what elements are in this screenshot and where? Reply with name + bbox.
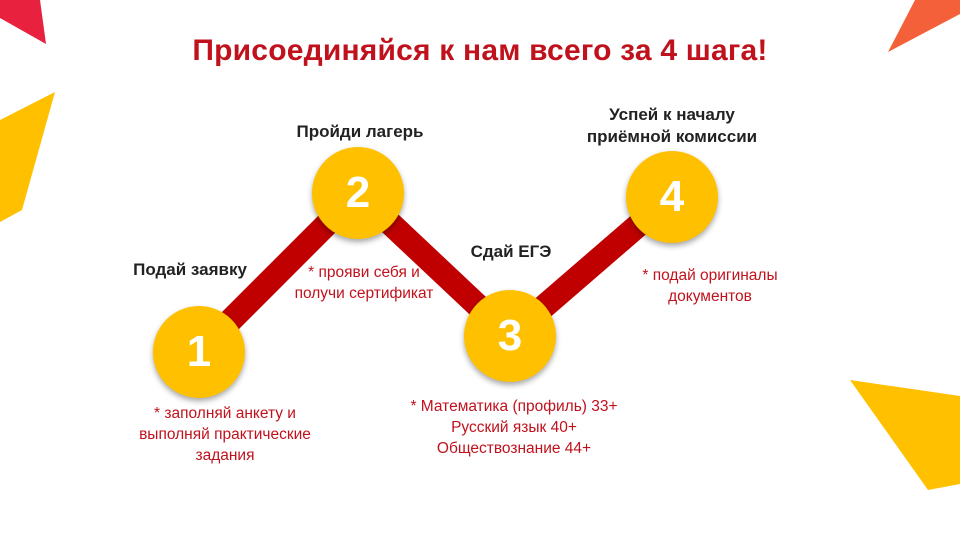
bottom-right-triangle — [850, 380, 960, 490]
step-2-circle: 2 — [312, 147, 404, 239]
step-3-note-line: Обществознание 44+ — [436, 440, 592, 457]
step-1-note-line: выполняй практические — [139, 426, 311, 443]
step-4-circle: 4 — [626, 151, 718, 243]
top-right-triangle — [888, 0, 960, 52]
step-4-title-line: Успей к началу — [609, 105, 735, 124]
step-1-note-line: * заполняй анкету и — [154, 405, 296, 422]
step-4-title: Успей к началу приёмной комиссии — [572, 104, 772, 148]
step-2-note-line: * прояви себя и — [308, 264, 420, 281]
top-left-triangle — [0, 0, 46, 44]
step-2-title: Пройди лагерь — [280, 121, 440, 143]
left-yellow-triangle — [0, 92, 55, 222]
step-3-title-line: Сдай ЕГЭ — [470, 242, 552, 261]
step-1-title-line: Подай заявку — [133, 260, 247, 279]
page-title: Присоединяйся к нам всего за 4 шага! — [192, 34, 768, 67]
step-3-number: 3 — [497, 311, 523, 360]
step-3-note-line: Русский язык 40+ — [451, 419, 577, 436]
step-4-number: 4 — [659, 172, 685, 221]
step-3-circle: 3 — [464, 290, 556, 382]
step-4-note: * подай оригиналы документов — [610, 265, 810, 307]
step-2-number: 2 — [345, 168, 371, 217]
step-1-note: * заполняй анкету и выполняй практически… — [100, 403, 350, 466]
step-1-number: 1 — [186, 327, 212, 376]
step-1-title: Подай заявку — [110, 259, 270, 281]
step-4-note-line: документов — [668, 288, 752, 305]
step-2-note-line: получи сертификат — [294, 285, 434, 302]
step-4-note-line: * подай оригиналы — [642, 267, 778, 284]
step-3-note: * Математика (профиль) 33+ Русский язык … — [380, 396, 648, 459]
step-3-title: Сдай ЕГЭ — [451, 241, 571, 263]
step-3-note-line: * Математика (профиль) 33+ — [410, 398, 618, 415]
step-2-title-line: Пройди лагерь — [296, 122, 424, 141]
step-1-note-line: задания — [195, 447, 255, 464]
step-4-title-line: приёмной комиссии — [586, 127, 758, 146]
step-1-circle: 1 — [153, 306, 245, 398]
step-2-note: * прояви себя и получи сертификат — [264, 262, 464, 304]
